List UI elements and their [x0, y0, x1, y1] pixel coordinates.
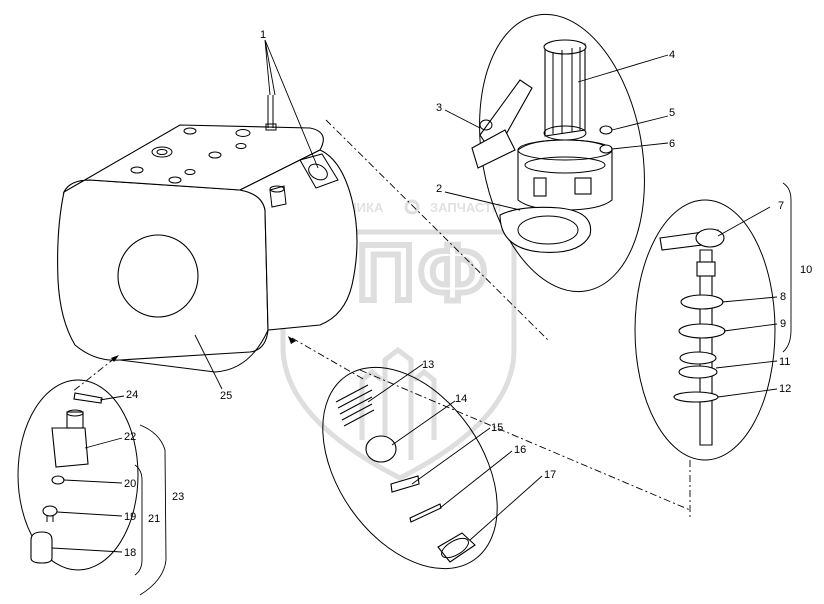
callout-14: 14 — [455, 393, 467, 405]
assembly-outline-top — [479, 13, 645, 293]
filter-neck-assembly — [471, 13, 645, 293]
watermark-emblem — [359, 346, 437, 460]
callout-12: 12 — [779, 383, 791, 395]
callout-7: 7 — [778, 200, 784, 212]
callout-16: 16 — [514, 444, 526, 456]
callout-19: 19 — [124, 511, 136, 523]
watermark-shield — [280, 229, 517, 481]
callout-10: 10 — [800, 264, 812, 276]
callout-20: 20 — [124, 478, 136, 490]
callout-21: 21 — [148, 513, 160, 525]
valve-kit — [17, 379, 139, 571]
callout-17: 17 — [544, 469, 556, 481]
callout-22: 22 — [124, 431, 136, 443]
assembly-outline-left — [17, 379, 139, 571]
callout-8: 8 — [780, 291, 786, 303]
assembly-outline-bottom — [322, 366, 498, 570]
watermark-gear-icon — [404, 199, 420, 215]
callout-9: 9 — [780, 318, 786, 330]
callout-labels: 1 2 3 4 5 6 7 8 9 10 11 12 13 14 15 16 1… — [124, 29, 812, 559]
centerlines — [71, 119, 691, 520]
seals-kit — [322, 366, 498, 570]
callout-25: 25 — [220, 390, 232, 402]
callout-3: 3 — [436, 102, 442, 114]
plunger-assembly — [634, 199, 776, 461]
callout-1: 1 — [260, 29, 266, 41]
callout-15: 15 — [491, 422, 503, 434]
callout-13: 13 — [422, 359, 434, 371]
arrow-icon — [111, 355, 119, 362]
callout-5: 5 — [669, 107, 675, 119]
callout-24: 24 — [126, 389, 138, 401]
assembly-outline-right — [634, 199, 776, 461]
callout-11: 11 — [779, 356, 790, 368]
fuel-tank — [57, 95, 358, 373]
arrow-icon — [288, 336, 296, 344]
callout-23: 23 — [172, 491, 184, 503]
callout-6: 6 — [669, 138, 675, 150]
leader-lines — [51, 39, 778, 553]
watermark-top-text2: ЗАПЧАСТИ — [430, 200, 501, 215]
callout-18: 18 — [124, 547, 136, 559]
callout-2: 2 — [436, 183, 442, 195]
group-brackets — [134, 182, 792, 596]
callout-4: 4 — [669, 49, 675, 61]
